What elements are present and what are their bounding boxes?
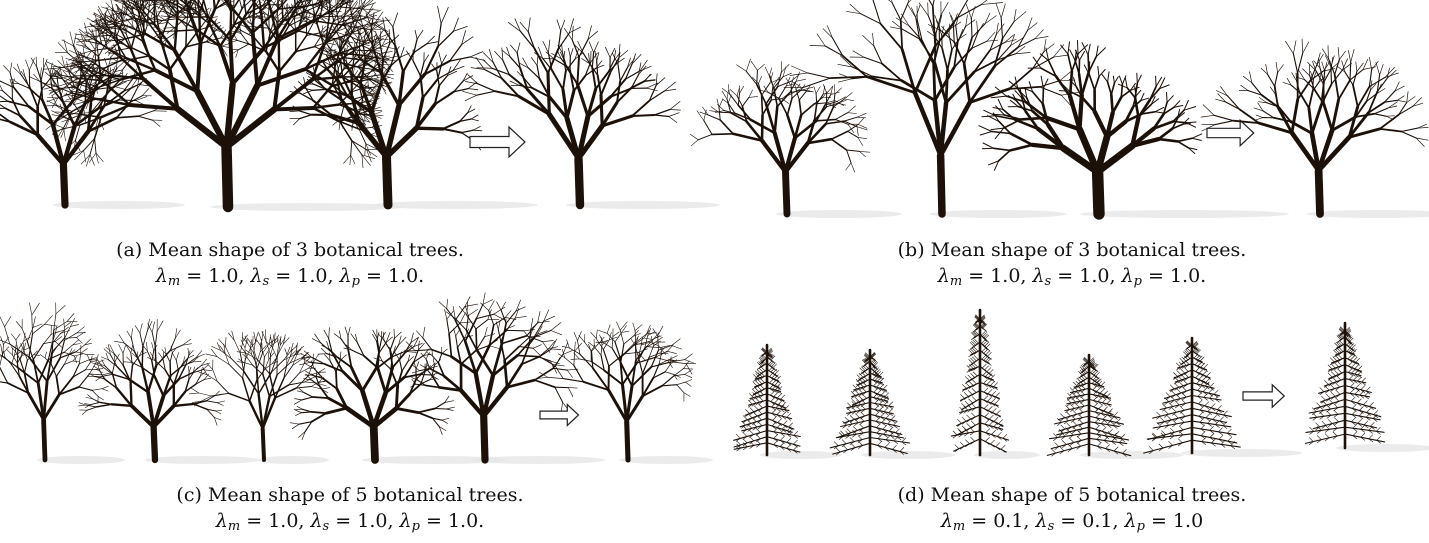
caption-c-params: λm = 1.0, λs = 1.0, λp = 1.0.: [215, 510, 485, 534]
tree-c-3: [189, 329, 331, 464]
caption-b: (b) Mean shape of 3 botanical trees. λm …: [882, 237, 1262, 295]
tree-c-5: [403, 292, 605, 464]
right-arrow-icon: [1206, 118, 1255, 148]
right-arrow-icon: [1242, 383, 1286, 409]
tree-d-1: [733, 343, 842, 459]
tree-d-3: [950, 308, 1040, 459]
caption-d: (d) Mean shape of 5 botanical trees. λm …: [882, 482, 1262, 540]
figure-panel-a: (a) Mean shape of 3 botanical trees. λm …: [0, 0, 720, 290]
tree-c-4: [289, 326, 505, 464]
tree-a-2: [41, 0, 403, 213]
panel-c-illustration: [0, 292, 713, 464]
caption-a: (a) Mean shape of 3 botanical trees. λm …: [100, 237, 480, 295]
caption-d-params: λm = 0.1, λs = 0.1, λp = 1.0: [940, 510, 1204, 534]
tree-b-2: [783, 0, 1079, 218]
caption-b-params: λm = 1.0, λs = 1.0, λp = 1.0.: [937, 265, 1207, 289]
caption-a-title: (a) Mean shape of 3 botanical trees.: [116, 239, 464, 261]
tree-d-4: [1046, 353, 1184, 459]
right-arrow-icon: [469, 125, 526, 159]
right-arrow-icon: [539, 403, 580, 427]
figure-panel-d: (d) Mean shape of 5 botanical trees. λm …: [715, 300, 1429, 543]
panel-d-illustration: [733, 308, 1429, 459]
mean-tree-a: [462, 17, 720, 210]
tree-c-1: [0, 302, 125, 464]
caption-b-title: (b) Mean shape of 3 botanical trees.: [897, 239, 1247, 261]
figure-panel-c: (c) Mean shape of 5 botanical trees. λm …: [0, 292, 713, 543]
caption-a-params: λm = 1.0, λs = 1.0, λp = 1.0.: [155, 265, 425, 289]
tree-d-2: [829, 348, 955, 459]
panel-b-illustration: [689, 0, 1429, 220]
caption-c-title: (c) Mean shape of 5 botanical trees.: [176, 484, 524, 506]
tree-c-2: [78, 318, 260, 464]
panel-a-illustration: [0, 0, 720, 213]
mean-tree-b: [1200, 38, 1429, 218]
tree-a-3: [289, 5, 538, 210]
figure-panel-b: (b) Mean shape of 3 botanical trees. λm …: [689, 0, 1429, 290]
caption-d-title: (d) Mean shape of 5 botanical trees.: [897, 484, 1247, 506]
tree-d-5: [1143, 336, 1302, 457]
mean-tree-d: [1304, 321, 1429, 452]
tree-b-3: [978, 39, 1289, 220]
mean-tree-c: [537, 321, 713, 464]
caption-c: (c) Mean shape of 5 botanical trees. λm …: [160, 482, 540, 540]
tree-b-1: [689, 58, 902, 218]
